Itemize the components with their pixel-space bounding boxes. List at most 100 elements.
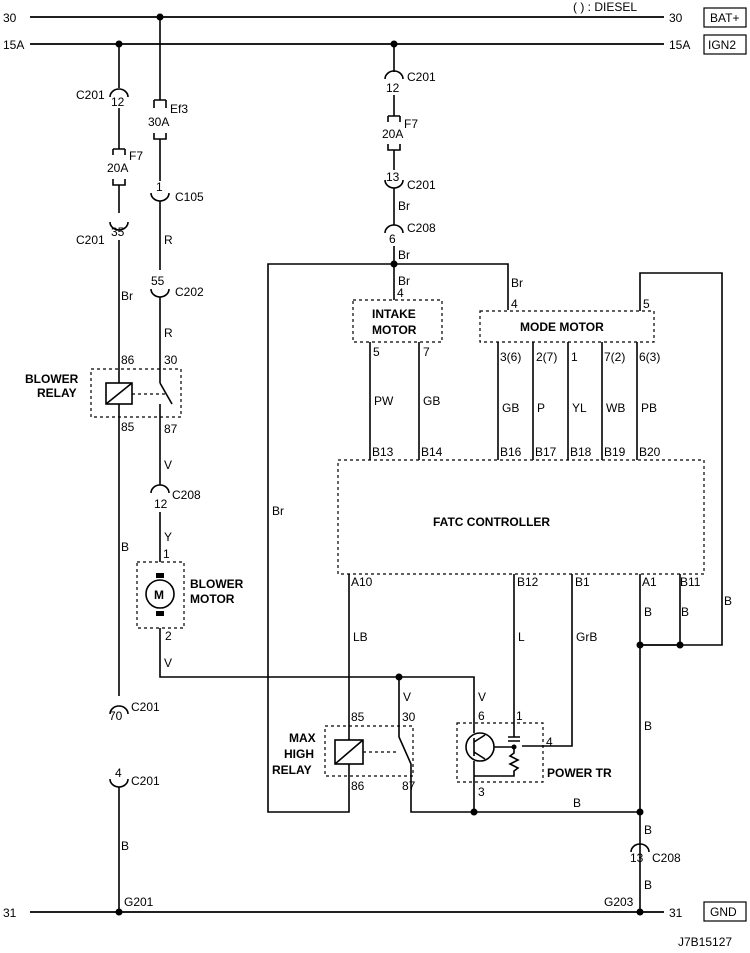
pin-label: B19 [604, 445, 626, 459]
wire-color-label: GB [423, 394, 440, 408]
connector-name: C201 [407, 70, 436, 84]
gnd-tag: GND [710, 905, 737, 919]
wire-color-label: Br [511, 276, 523, 290]
connector-name: C105 [175, 190, 204, 204]
connector-name: C202 [175, 285, 204, 299]
max-relay-label: HIGH [284, 747, 314, 761]
connector-pin: 70 [109, 709, 123, 723]
pin-label: 3 [478, 785, 485, 799]
wire-color-label: B [121, 839, 129, 853]
connector-symbol [109, 705, 129, 715]
wire-color-label: PW [374, 394, 394, 408]
relay-outline [90, 368, 182, 418]
ign-rail-num-left: 15A [3, 38, 24, 52]
junction-dot [636, 641, 644, 649]
mode-motor: MODE MOTOR 4 5 B 3(6) 2(7) 1 7(2) 6(3) G… [479, 272, 732, 646]
connector-symbol [150, 484, 170, 494]
ign-tag-box [703, 34, 747, 55]
pin-label: B13 [372, 445, 394, 459]
wire-color-label: Br [121, 289, 133, 303]
wire-color-label: R [164, 326, 173, 340]
wire-color-label: Br [398, 199, 410, 213]
connector-name: C208 [407, 221, 436, 235]
connector-symbol [109, 221, 129, 231]
fuse-symbol [153, 99, 167, 108]
ign-rail-num-right: 15A [669, 38, 690, 52]
connector-name: C201 [131, 700, 160, 714]
connector-name: C201 [76, 233, 105, 247]
wire-color-label: V [403, 690, 411, 704]
wire [522, 574, 573, 747]
connector-pin: 1 [156, 180, 163, 194]
connector-pin: 12 [386, 81, 400, 95]
resistor-symbol [474, 747, 520, 777]
mode-motor-label: MODE MOTOR [520, 320, 604, 334]
fuse-rating: 30A [148, 115, 169, 129]
wire-color-label: Br [398, 248, 410, 262]
fatc-output-wires: LB L GrB B B B B 13 C208 B G203 [348, 574, 689, 912]
wire-color-label: Br [272, 504, 284, 518]
pin-label: 87 [402, 779, 416, 793]
pin-label: A1 [642, 575, 657, 589]
wire-color-label: WB [606, 401, 625, 415]
transistor-legs [473, 734, 486, 760]
pin-label: 87 [164, 422, 178, 436]
wire-color-label: GB [502, 401, 519, 415]
wire-color-label: B [724, 594, 732, 608]
pin-label: B1 [575, 575, 590, 589]
wire [267, 263, 394, 813]
wire-color-label: V [478, 690, 486, 704]
wire-color-label: Br [398, 274, 410, 288]
blower-relay: BLOWER RELAY 86 30 85 87 [25, 353, 182, 436]
pin-label: 1 [516, 709, 523, 723]
connector-pin: 13 [630, 851, 644, 865]
fuse-name: F7 [404, 117, 418, 131]
gnd-rail-num-right: 31 [669, 906, 683, 920]
wire-color-label: Y [164, 530, 172, 544]
fuse-symbol [112, 148, 126, 155]
wire-color-label: B [644, 719, 652, 733]
bat-tag: BAT+ [710, 11, 739, 25]
power-tr-label: POWER TR [547, 766, 612, 780]
wire [398, 677, 640, 813]
power-tr: 6 1 4 3 POWER TR [456, 708, 612, 812]
pin-label: B16 [500, 445, 522, 459]
blower-relay-label: BLOWER [25, 372, 79, 386]
pin-label: 4 [511, 297, 518, 311]
pin-label: A10 [351, 575, 373, 589]
pin-label: 86 [121, 353, 135, 367]
wire-color-label: V [164, 656, 172, 670]
connector-pin: 13 [386, 170, 400, 184]
fuse-name: Ef3 [170, 102, 188, 116]
wire-color-label: YL [572, 401, 587, 415]
blower-motor-label: BLOWER [190, 577, 244, 591]
connector-symbol [109, 88, 129, 98]
power-rails: 30 15A 31 ( ) : DIESEL 30 15A 31 BAT+ IG… [3, 0, 747, 922]
pin-label: B17 [535, 445, 557, 459]
connector-symbol [630, 843, 650, 853]
pin-label: B20 [639, 445, 661, 459]
intake-motor-label: MOTOR [372, 323, 417, 337]
junction-dot [676, 641, 684, 649]
pin-label: 5 [643, 297, 650, 311]
blower-motor: M 1 2 BLOWER MOTOR [136, 547, 244, 643]
relay-outline [324, 725, 414, 777]
motor-brush [156, 573, 164, 578]
intake-motor-outline [352, 299, 443, 343]
fatc-controller: FATC CONTROLLER B13 B14 B16 B17 B18 B19 … [337, 445, 705, 589]
wire-color-label: B [121, 540, 129, 554]
fuse-symbol [387, 115, 401, 122]
wire-color-label: B [644, 823, 652, 837]
diagram-code: J7B15127 [678, 935, 732, 949]
ground-point-name: G201 [124, 895, 154, 909]
ground-point-name: G203 [604, 895, 634, 909]
wire-color-label: B [681, 605, 689, 619]
pin-label: B18 [570, 445, 592, 459]
blower-supply-branch: Ef3 30A 1 C105 R 55 C202 R V 12 C208 Y V… [148, 17, 486, 708]
wire-color-label: B [644, 878, 652, 892]
capacitor-symbol [508, 736, 520, 742]
relay-switch-blade [159, 382, 173, 405]
bat-tag-box [703, 7, 747, 28]
pin-label: 30 [402, 710, 416, 724]
